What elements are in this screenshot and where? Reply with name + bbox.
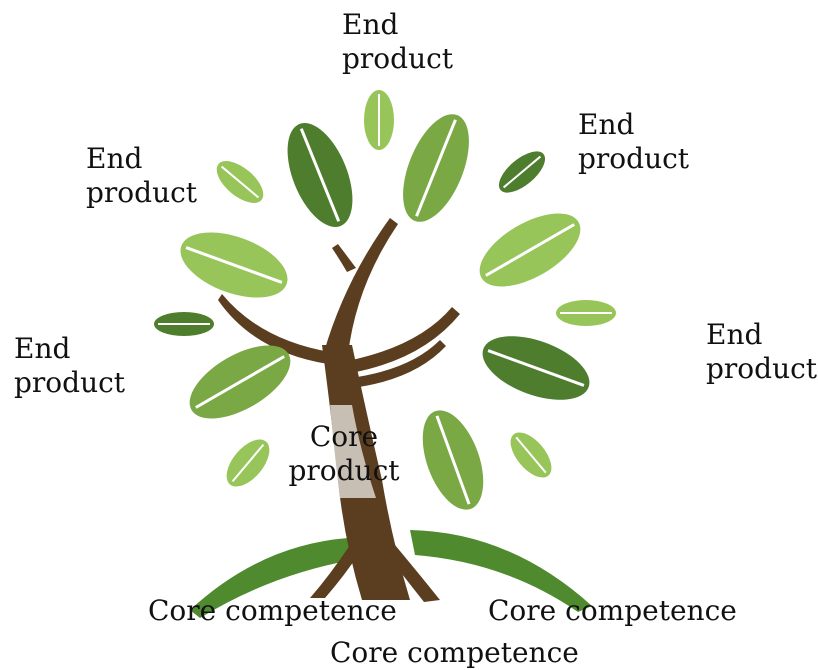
- end-product-label-top: End product: [342, 8, 453, 76]
- core-product-label-line: Core: [309, 420, 379, 453]
- leaf: [180, 232, 288, 298]
- end-product-label-line: End: [14, 332, 71, 365]
- end-product-label-upper-left: End product: [86, 142, 197, 210]
- root-right: [385, 545, 440, 602]
- leaf: [482, 336, 590, 400]
- root-left: [310, 545, 360, 598]
- leaf: [364, 90, 394, 150]
- branch-small: [332, 244, 356, 272]
- core-competence-label-right: Core competence: [488, 594, 737, 628]
- leaf: [479, 213, 581, 287]
- end-product-label-line: product: [578, 142, 690, 175]
- end-product-label-line: product: [86, 176, 198, 209]
- leaf: [403, 114, 469, 222]
- core-competence-label-left: Core competence: [148, 594, 397, 628]
- core-competence-text: Core competence: [148, 594, 397, 627]
- leaf: [556, 300, 616, 326]
- core-product-band: [330, 405, 376, 498]
- leaf: [287, 123, 353, 227]
- end-product-label-line: End: [342, 8, 399, 41]
- core-competence-label-bottom: Core competence: [330, 636, 579, 670]
- end-product-label-line: product: [14, 366, 126, 399]
- core-competence-text: Core competence: [330, 636, 579, 669]
- branch-up: [324, 218, 398, 355]
- end-product-label-right: End product: [706, 318, 817, 386]
- end-product-label-line: End: [706, 318, 763, 351]
- core-product-label: Core product: [286, 420, 402, 488]
- leaf: [498, 151, 546, 193]
- leaves: [154, 90, 616, 510]
- end-product-label-line: End: [578, 108, 635, 141]
- end-product-label-line: product: [342, 42, 454, 75]
- end-product-label-left: End product: [14, 332, 125, 400]
- branch-left: [218, 294, 330, 364]
- leaf: [422, 410, 484, 510]
- core-competence-text: Core competence: [488, 594, 737, 627]
- leaf: [226, 439, 270, 487]
- leaf: [154, 312, 214, 336]
- ground-arc-left: [190, 538, 352, 618]
- leaf: [510, 432, 552, 478]
- branch-right: [352, 307, 460, 372]
- end-product-label-upper-right: End product: [578, 108, 689, 176]
- branch-right-lower: [350, 340, 446, 388]
- leaf: [189, 345, 291, 419]
- end-product-label-line: product: [706, 352, 818, 385]
- end-product-label-line: End: [86, 142, 143, 175]
- core-product-label-line: product: [288, 454, 400, 487]
- leaf: [216, 161, 264, 203]
- ground-arc-right: [410, 530, 592, 612]
